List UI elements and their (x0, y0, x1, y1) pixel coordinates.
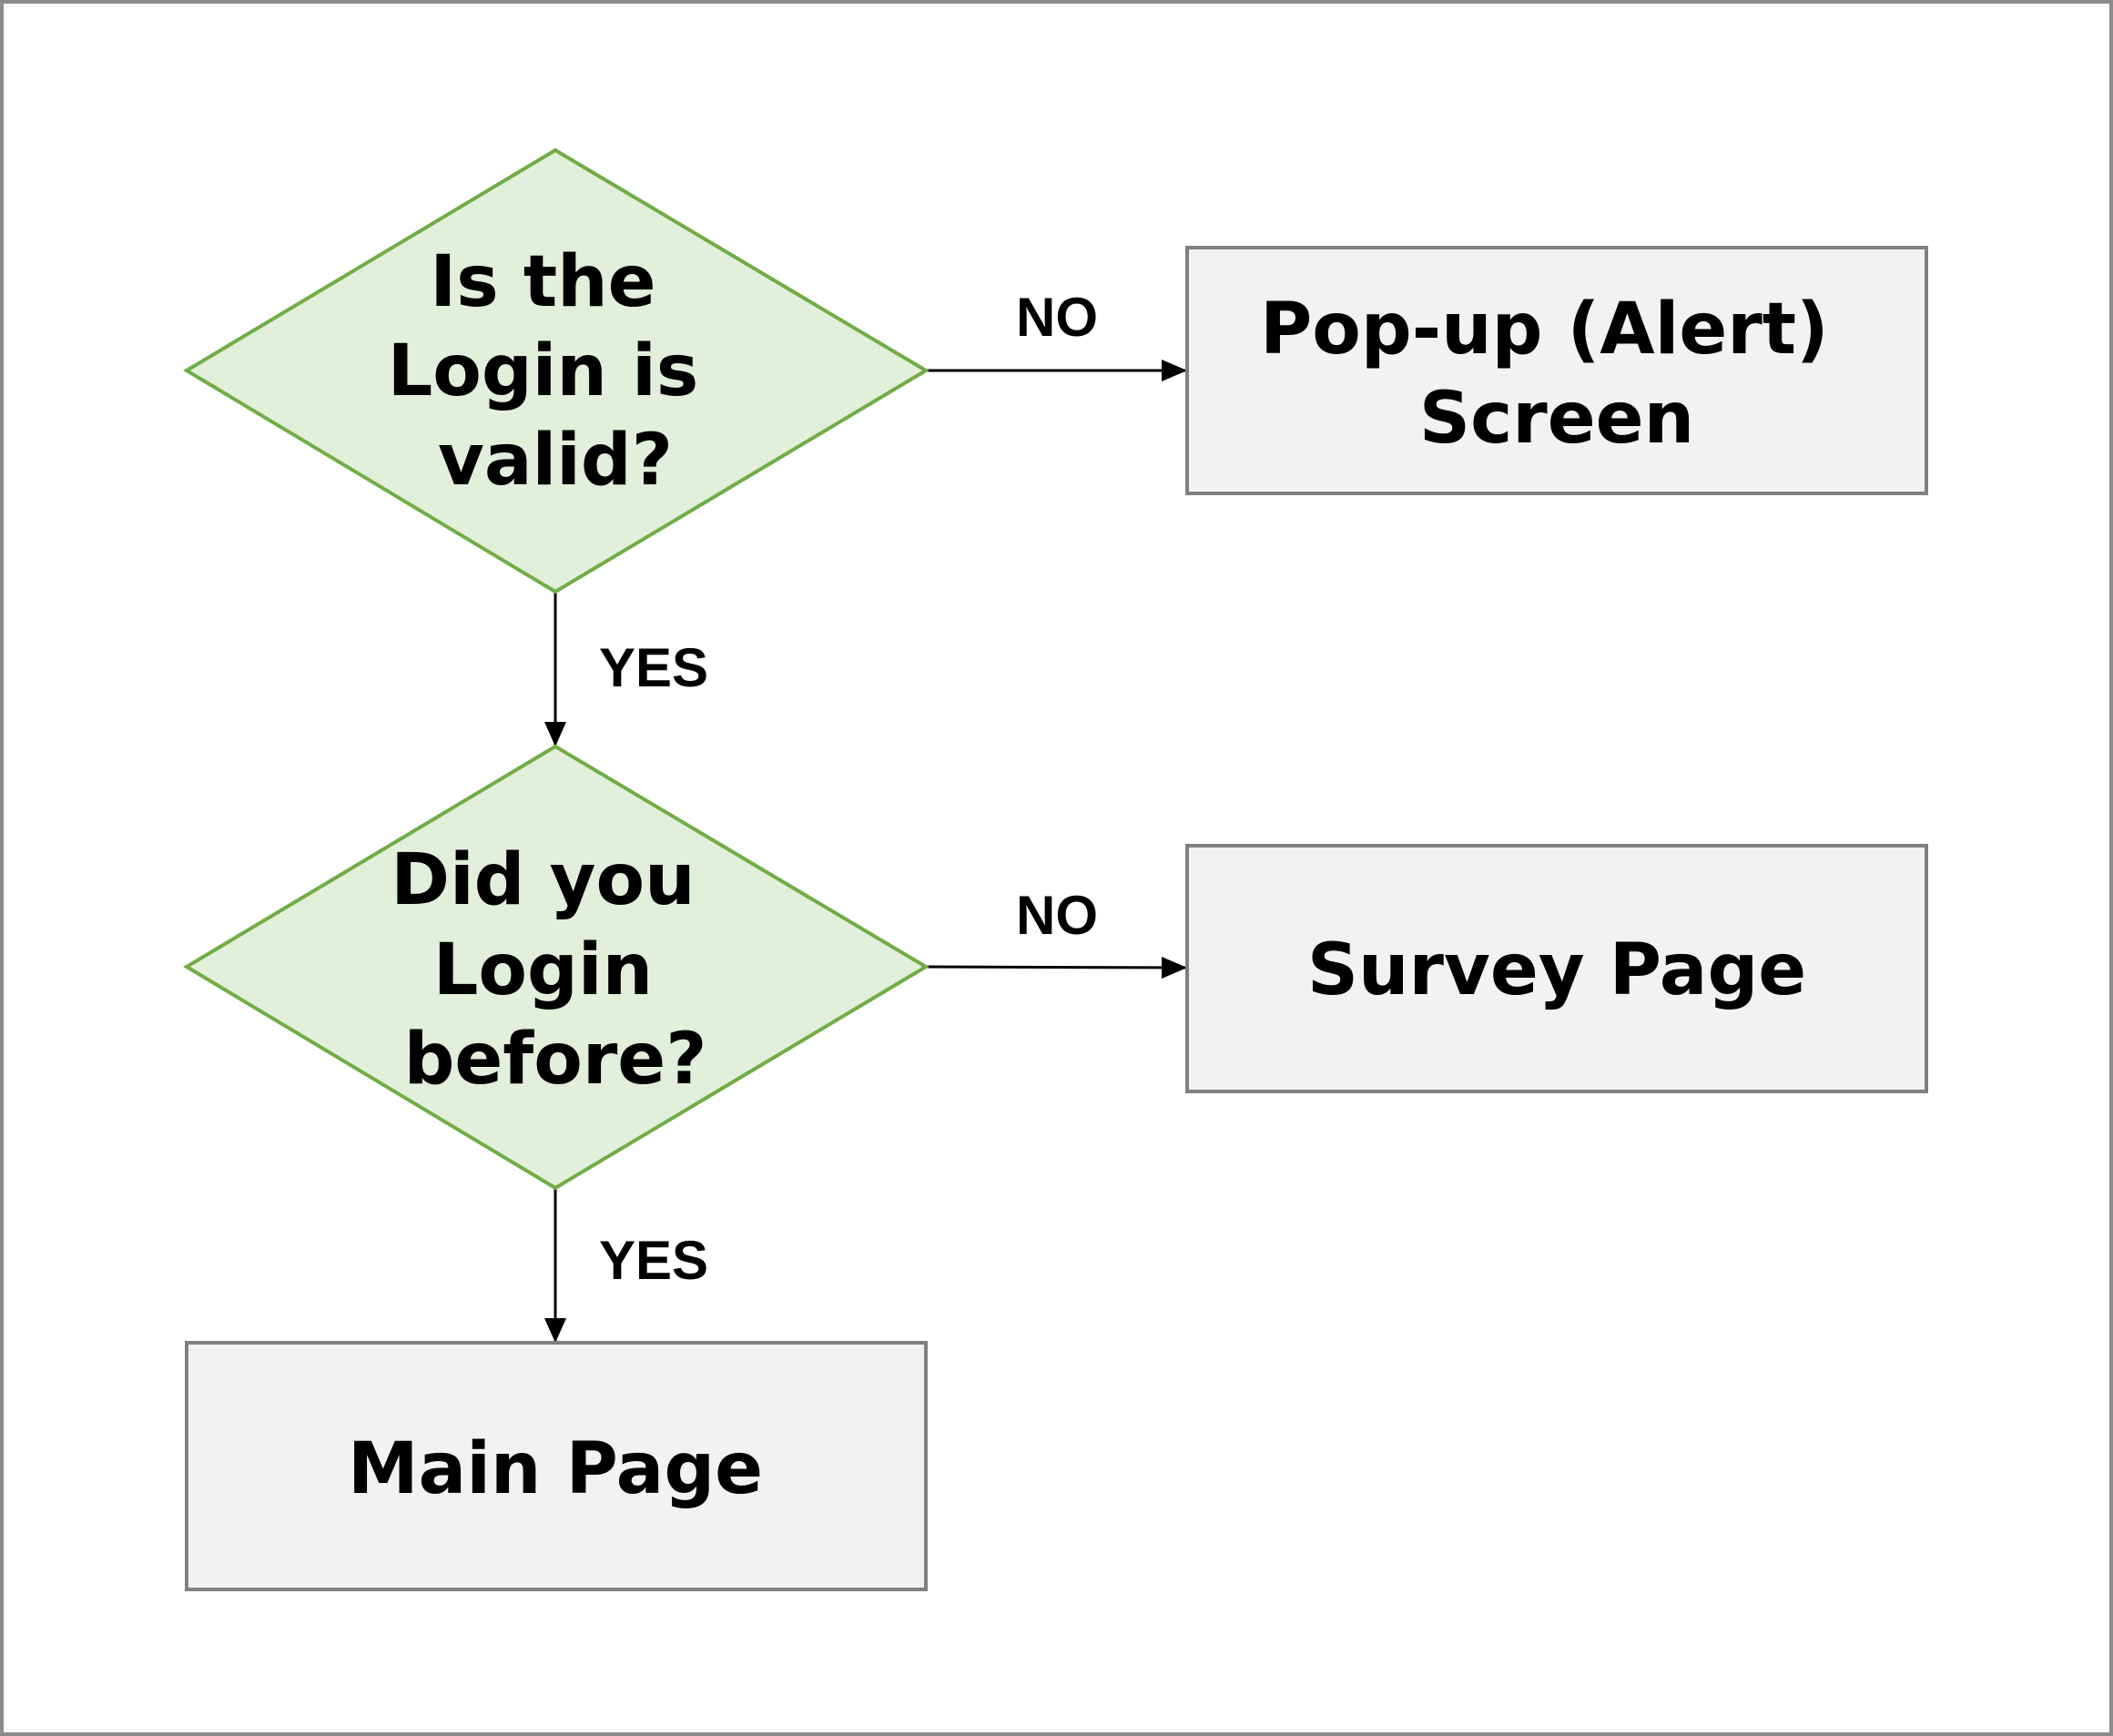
decision-login-before: Did you Login before? (183, 744, 930, 1191)
svg-text:Pop-up (Alert) Screen: Pop-up (Alert) Screen (1260, 289, 1854, 460)
decision-login-before-shape (183, 744, 930, 1191)
decision-login-valid-line-3: valid? (438, 420, 673, 502)
process-main-page-line-1: Main Page (348, 1428, 763, 1510)
process-main-page: Main Page (185, 1341, 928, 1591)
edge-label-valid-yes: YES (599, 637, 708, 698)
process-survey-page: Survey Page (1185, 844, 1928, 1093)
arrowhead-valid-yes (544, 722, 566, 746)
process-popup-alert-line-1: Pop-up (Alert) (1260, 289, 1829, 371)
decision-login-before-line-3: before? (404, 1019, 707, 1101)
decision-login-valid-shape (183, 147, 930, 594)
process-main-page-box (185, 1341, 928, 1591)
process-popup-alert-box (1185, 246, 1928, 495)
svg-text:Is the Login is va: Is the Login is valid? (388, 241, 724, 502)
decision-login-before-line-2: Login (433, 929, 653, 1011)
process-popup-alert: Pop-up (Alert) Screen (1185, 246, 1928, 495)
decision-login-before-line-1: Did you (391, 839, 695, 921)
edge-before-no (925, 965, 1186, 970)
decision-login-valid-line-1: Is the (430, 241, 655, 323)
edge-label-before-yes: YES (599, 1230, 708, 1291)
process-survey-page-box (1185, 844, 1928, 1093)
edge-label-before-no: NO (1016, 885, 1098, 946)
svg-text:Main Page: Main Page (348, 1428, 763, 1510)
edge-label-valid-no: NO (1016, 287, 1098, 348)
arrowhead-before-yes (544, 1318, 566, 1343)
decision-login-valid: Is the Login is valid? (183, 147, 930, 594)
arrowhead-before-no (1162, 957, 1187, 979)
svg-text:Did you Login befo: Did you Login before? (391, 839, 720, 1101)
arrowhead-valid-no (1162, 360, 1187, 381)
decision-login-valid-line-2: Login is (388, 330, 699, 412)
svg-text:Survey Page: Survey Page (1307, 929, 1806, 1011)
process-survey-page-line-1: Survey Page (1307, 929, 1806, 1011)
process-popup-alert-line-2: Screen (1419, 378, 1694, 460)
